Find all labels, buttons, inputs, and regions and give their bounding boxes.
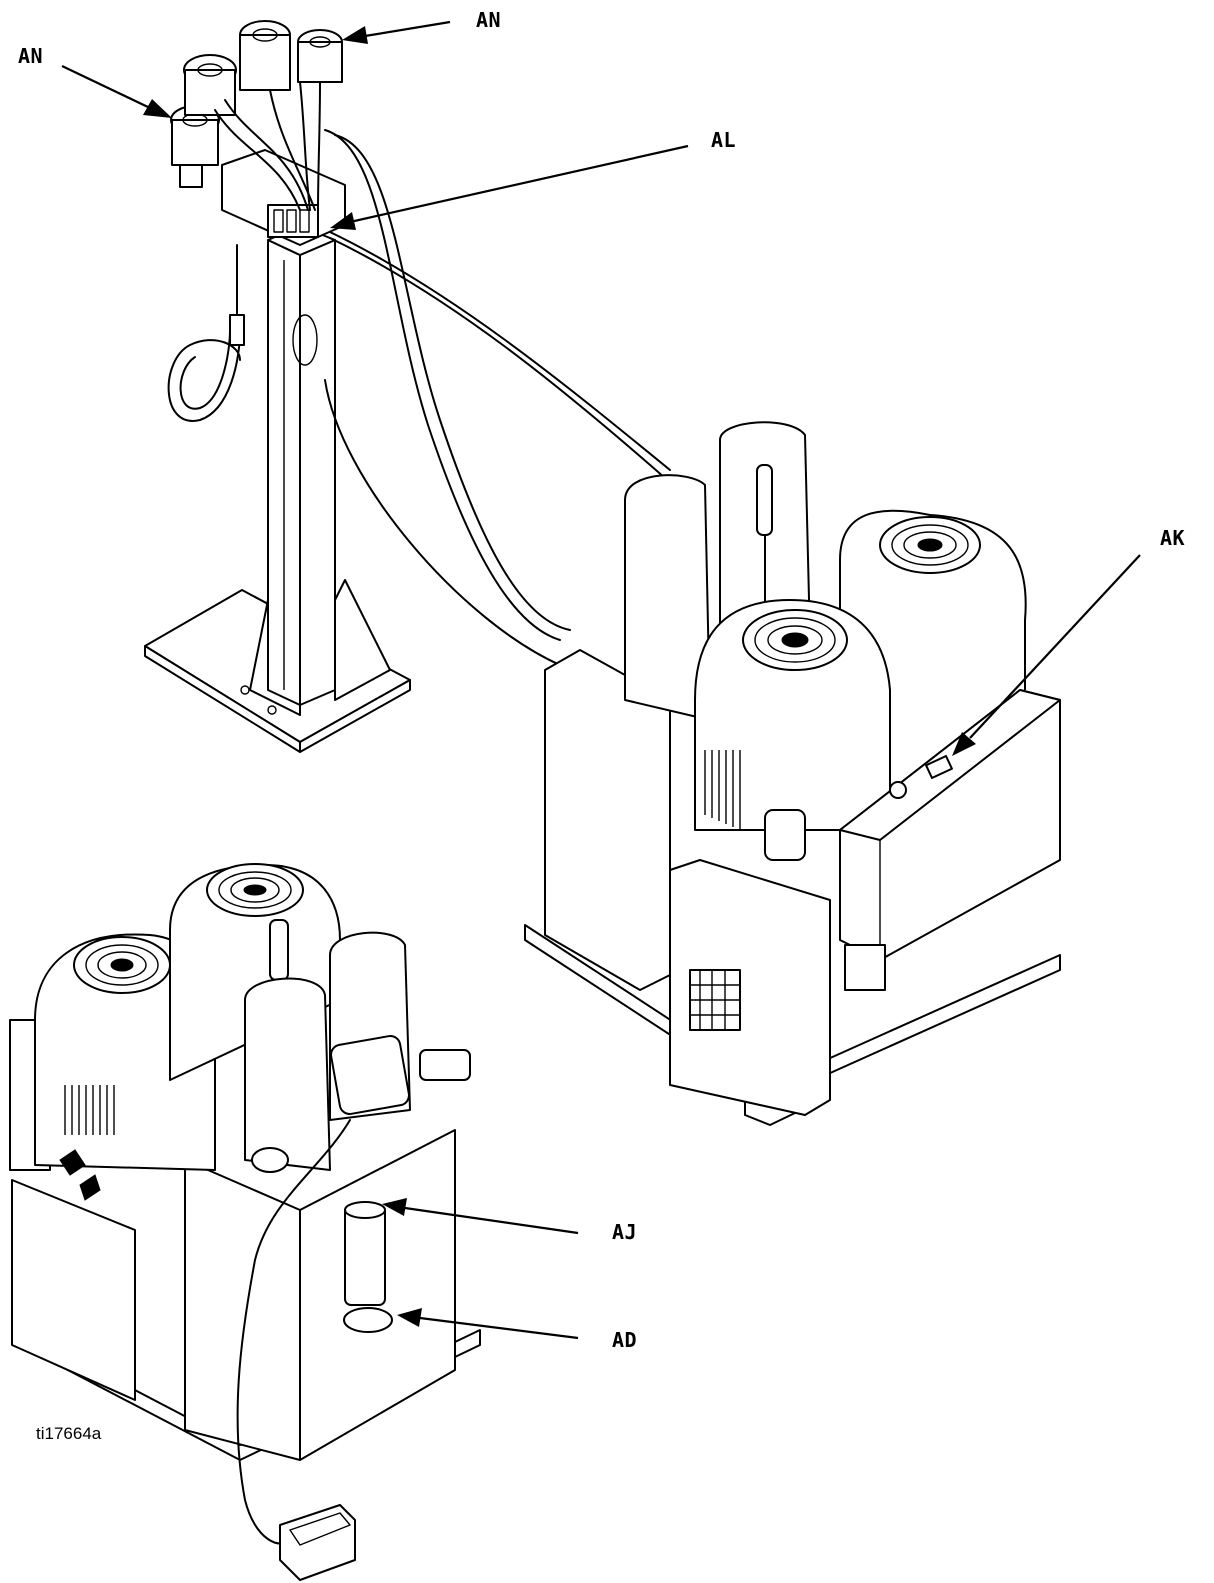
manifold-stand <box>144 20 411 753</box>
supply-hoses <box>324 129 671 666</box>
callout-al: AL <box>711 128 737 152</box>
callout-ad: AD <box>612 1328 638 1352</box>
callout-ak: AK <box>1160 526 1186 550</box>
callout-aj: AJ <box>612 1220 638 1244</box>
callout-arrows <box>61 20 1141 1340</box>
callout-an-left: AN <box>18 44 44 68</box>
proportioner-unit-left <box>9 863 481 1581</box>
proportioner-unit-right <box>524 421 1061 1126</box>
figure-id: ti17664a <box>36 1424 102 1443</box>
graco-logo-icon <box>59 1149 101 1201</box>
callout-an-top: AN <box>476 8 502 32</box>
